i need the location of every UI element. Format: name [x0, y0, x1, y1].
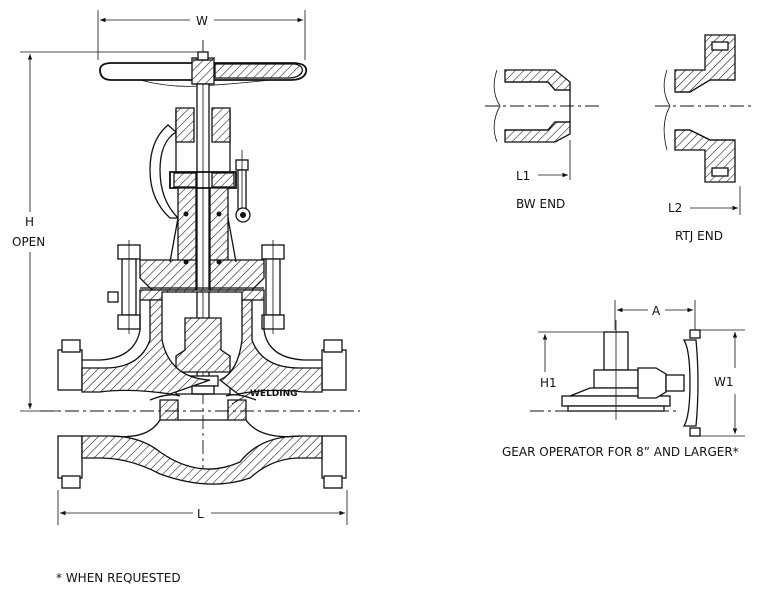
bonnet-bolt-right	[261, 240, 285, 334]
welding-label: WELDING	[250, 389, 298, 399]
dimension-w-label: W	[196, 14, 208, 28]
bw-end-detail: L1 BW END	[485, 69, 600, 211]
handwheel	[99, 51, 308, 87]
dimension-h-open-label: OPEN	[12, 235, 45, 249]
dimension-w1-label: W1	[714, 375, 734, 389]
dimension-l1-label: L1	[516, 169, 530, 183]
bonnet	[139, 187, 265, 291]
dimension-h-label: H	[25, 215, 34, 229]
dimension-l: L	[57, 490, 348, 525]
dimension-l-label: L	[197, 507, 204, 521]
rtj-end-label: RTJ END	[675, 229, 723, 243]
dimension-w: W	[97, 10, 306, 60]
yoke	[149, 107, 237, 219]
dimension-h1-label: H1	[540, 376, 557, 390]
dimension-l2-label: L2	[668, 201, 682, 215]
valve-body	[57, 299, 347, 489]
gear-operator-label: GEAR OPERATOR FOR 8” AND LARGER*	[502, 445, 739, 459]
bw-end-label: BW END	[516, 197, 565, 211]
gear-operator-detail: A H1 W1 GEAR OPERATOR FOR 8” AND LARGER*	[502, 300, 745, 459]
gland-bolt	[235, 150, 251, 223]
dimension-a-label: A	[652, 304, 661, 318]
main-valve-section: W H OPEN L	[12, 10, 360, 525]
dimension-h: H OPEN	[12, 51, 198, 412]
rtj-end-detail: L2 RTJ END	[655, 34, 755, 243]
bonnet-bolt-left	[107, 240, 141, 334]
footnote: * WHEN REQUESTED	[56, 571, 181, 585]
